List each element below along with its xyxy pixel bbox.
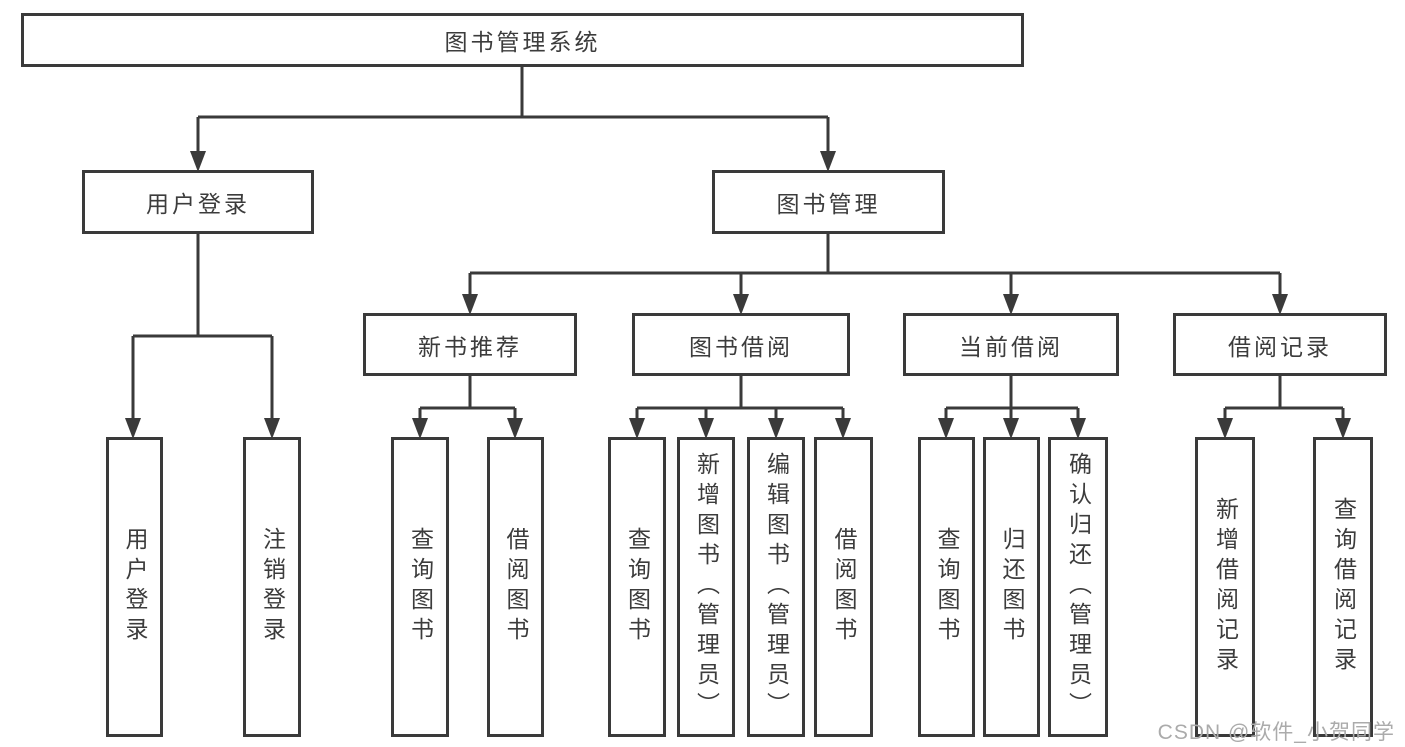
node-book-borrowing: 图书借阅 <box>632 313 850 376</box>
node-new-book-recommendation: 新书推荐 <box>363 313 577 376</box>
arrowhead-icon <box>820 151 836 172</box>
connector-current-borrowing-to-leaves <box>944 373 1080 419</box>
arrowhead-icon <box>125 418 141 439</box>
node-current-borrowing: 当前借阅 <box>903 313 1119 376</box>
leaf-query-book: 查询图书 <box>608 437 666 737</box>
arrowhead-icon <box>698 418 714 439</box>
connector-borrow-records-to-leaves <box>1223 373 1345 419</box>
arrowhead-icon <box>629 418 645 439</box>
leaf-edit-book-admin: 编辑图书（管理员） <box>747 437 805 737</box>
connector-root-to-level2 <box>196 64 830 152</box>
leaf-query-borrow-record: 查询借阅记录 <box>1313 437 1373 737</box>
leaf-add-book-admin: 新增图书（管理员） <box>677 437 735 737</box>
arrowhead-icon <box>1335 418 1351 439</box>
arrowhead-icon <box>1070 418 1086 439</box>
arrowhead-icon <box>768 418 784 439</box>
arrowhead-icon <box>1003 294 1019 315</box>
arrowhead-icon <box>1217 418 1233 439</box>
arrowhead-icon <box>507 418 523 439</box>
leaf-query-book: 查询图书 <box>391 437 449 737</box>
arrowhead-icon <box>938 418 954 439</box>
node-library-management-system: 图书管理系统 <box>21 13 1024 67</box>
connector-book-borrowing-to-leaves <box>635 373 845 419</box>
leaf-logout: 注销登录 <box>243 437 301 737</box>
connector-new-book-to-leaves <box>418 373 517 419</box>
arrowhead-icon <box>835 418 851 439</box>
arrowhead-icon <box>412 418 428 439</box>
arrowhead-icon <box>733 294 749 315</box>
arrowhead-icon <box>1003 418 1019 439</box>
arrowhead-icon <box>1272 294 1288 315</box>
leaf-return-book: 归还图书 <box>983 437 1040 737</box>
node-book-management: 图书管理 <box>712 170 945 234</box>
leaf-borrow-book: 借阅图书 <box>487 437 544 737</box>
connector-user-login-to-leaves <box>131 231 274 419</box>
connector-book-management-to-level3 <box>468 231 1282 295</box>
node-user-login: 用户登录 <box>82 170 314 234</box>
arrowhead-icon <box>264 418 280 439</box>
csdn-watermark: CSDN @软件_小贺同学 <box>1157 721 1395 744</box>
leaf-user-login: 用户登录 <box>106 437 163 737</box>
leaf-query-book: 查询图书 <box>918 437 975 737</box>
node-borrowing-records: 借阅记录 <box>1173 313 1387 376</box>
arrowhead-icon <box>190 151 206 172</box>
leaf-borrow-book: 借阅图书 <box>814 437 873 737</box>
leaf-add-borrow-record: 新增借阅记录 <box>1195 437 1255 737</box>
arrowhead-icon <box>462 294 478 315</box>
leaf-confirm-return-admin: 确认归还（管理员） <box>1048 437 1108 737</box>
